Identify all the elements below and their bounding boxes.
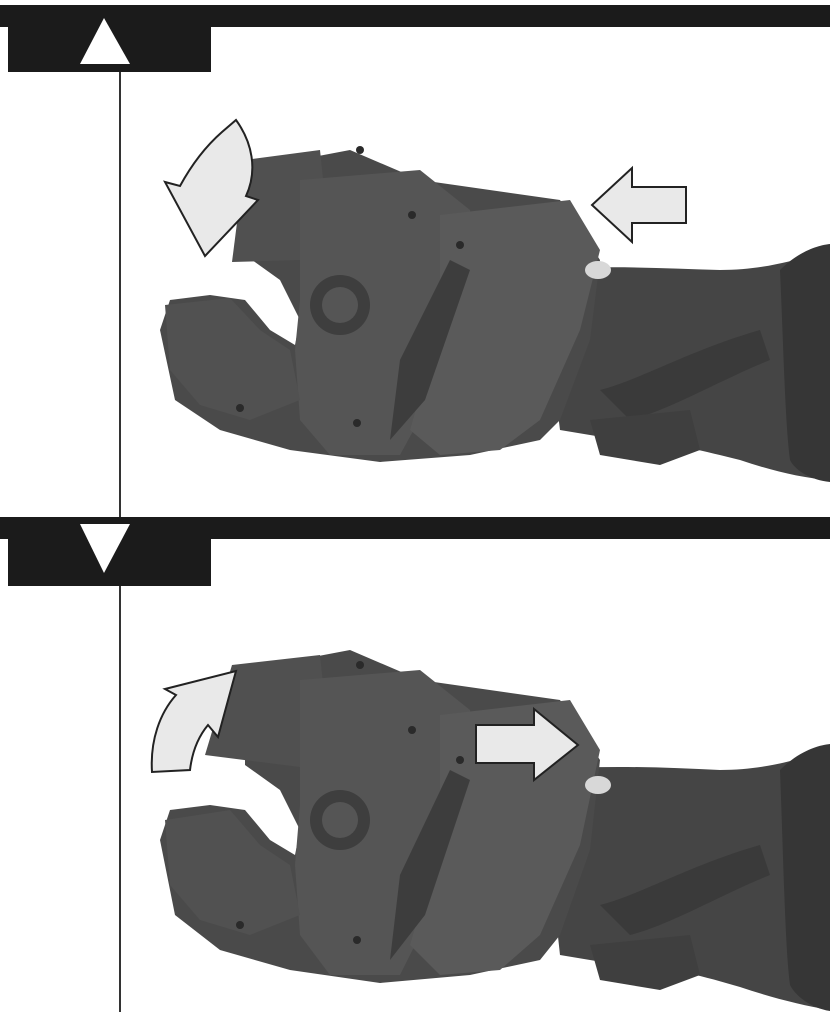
pipe-cutter-jaw-locked bbox=[160, 650, 830, 1011]
triangle-up-icon bbox=[80, 18, 130, 64]
panel-open bbox=[0, 0, 830, 505]
panel-close-illustration bbox=[0, 505, 830, 1022]
panel-close bbox=[0, 505, 830, 1022]
panel-open-illustration bbox=[0, 0, 830, 505]
pipe-cutter-jaw-open bbox=[160, 146, 830, 482]
arrow-left-icon bbox=[592, 168, 686, 242]
triangle-down-icon bbox=[80, 524, 130, 573]
